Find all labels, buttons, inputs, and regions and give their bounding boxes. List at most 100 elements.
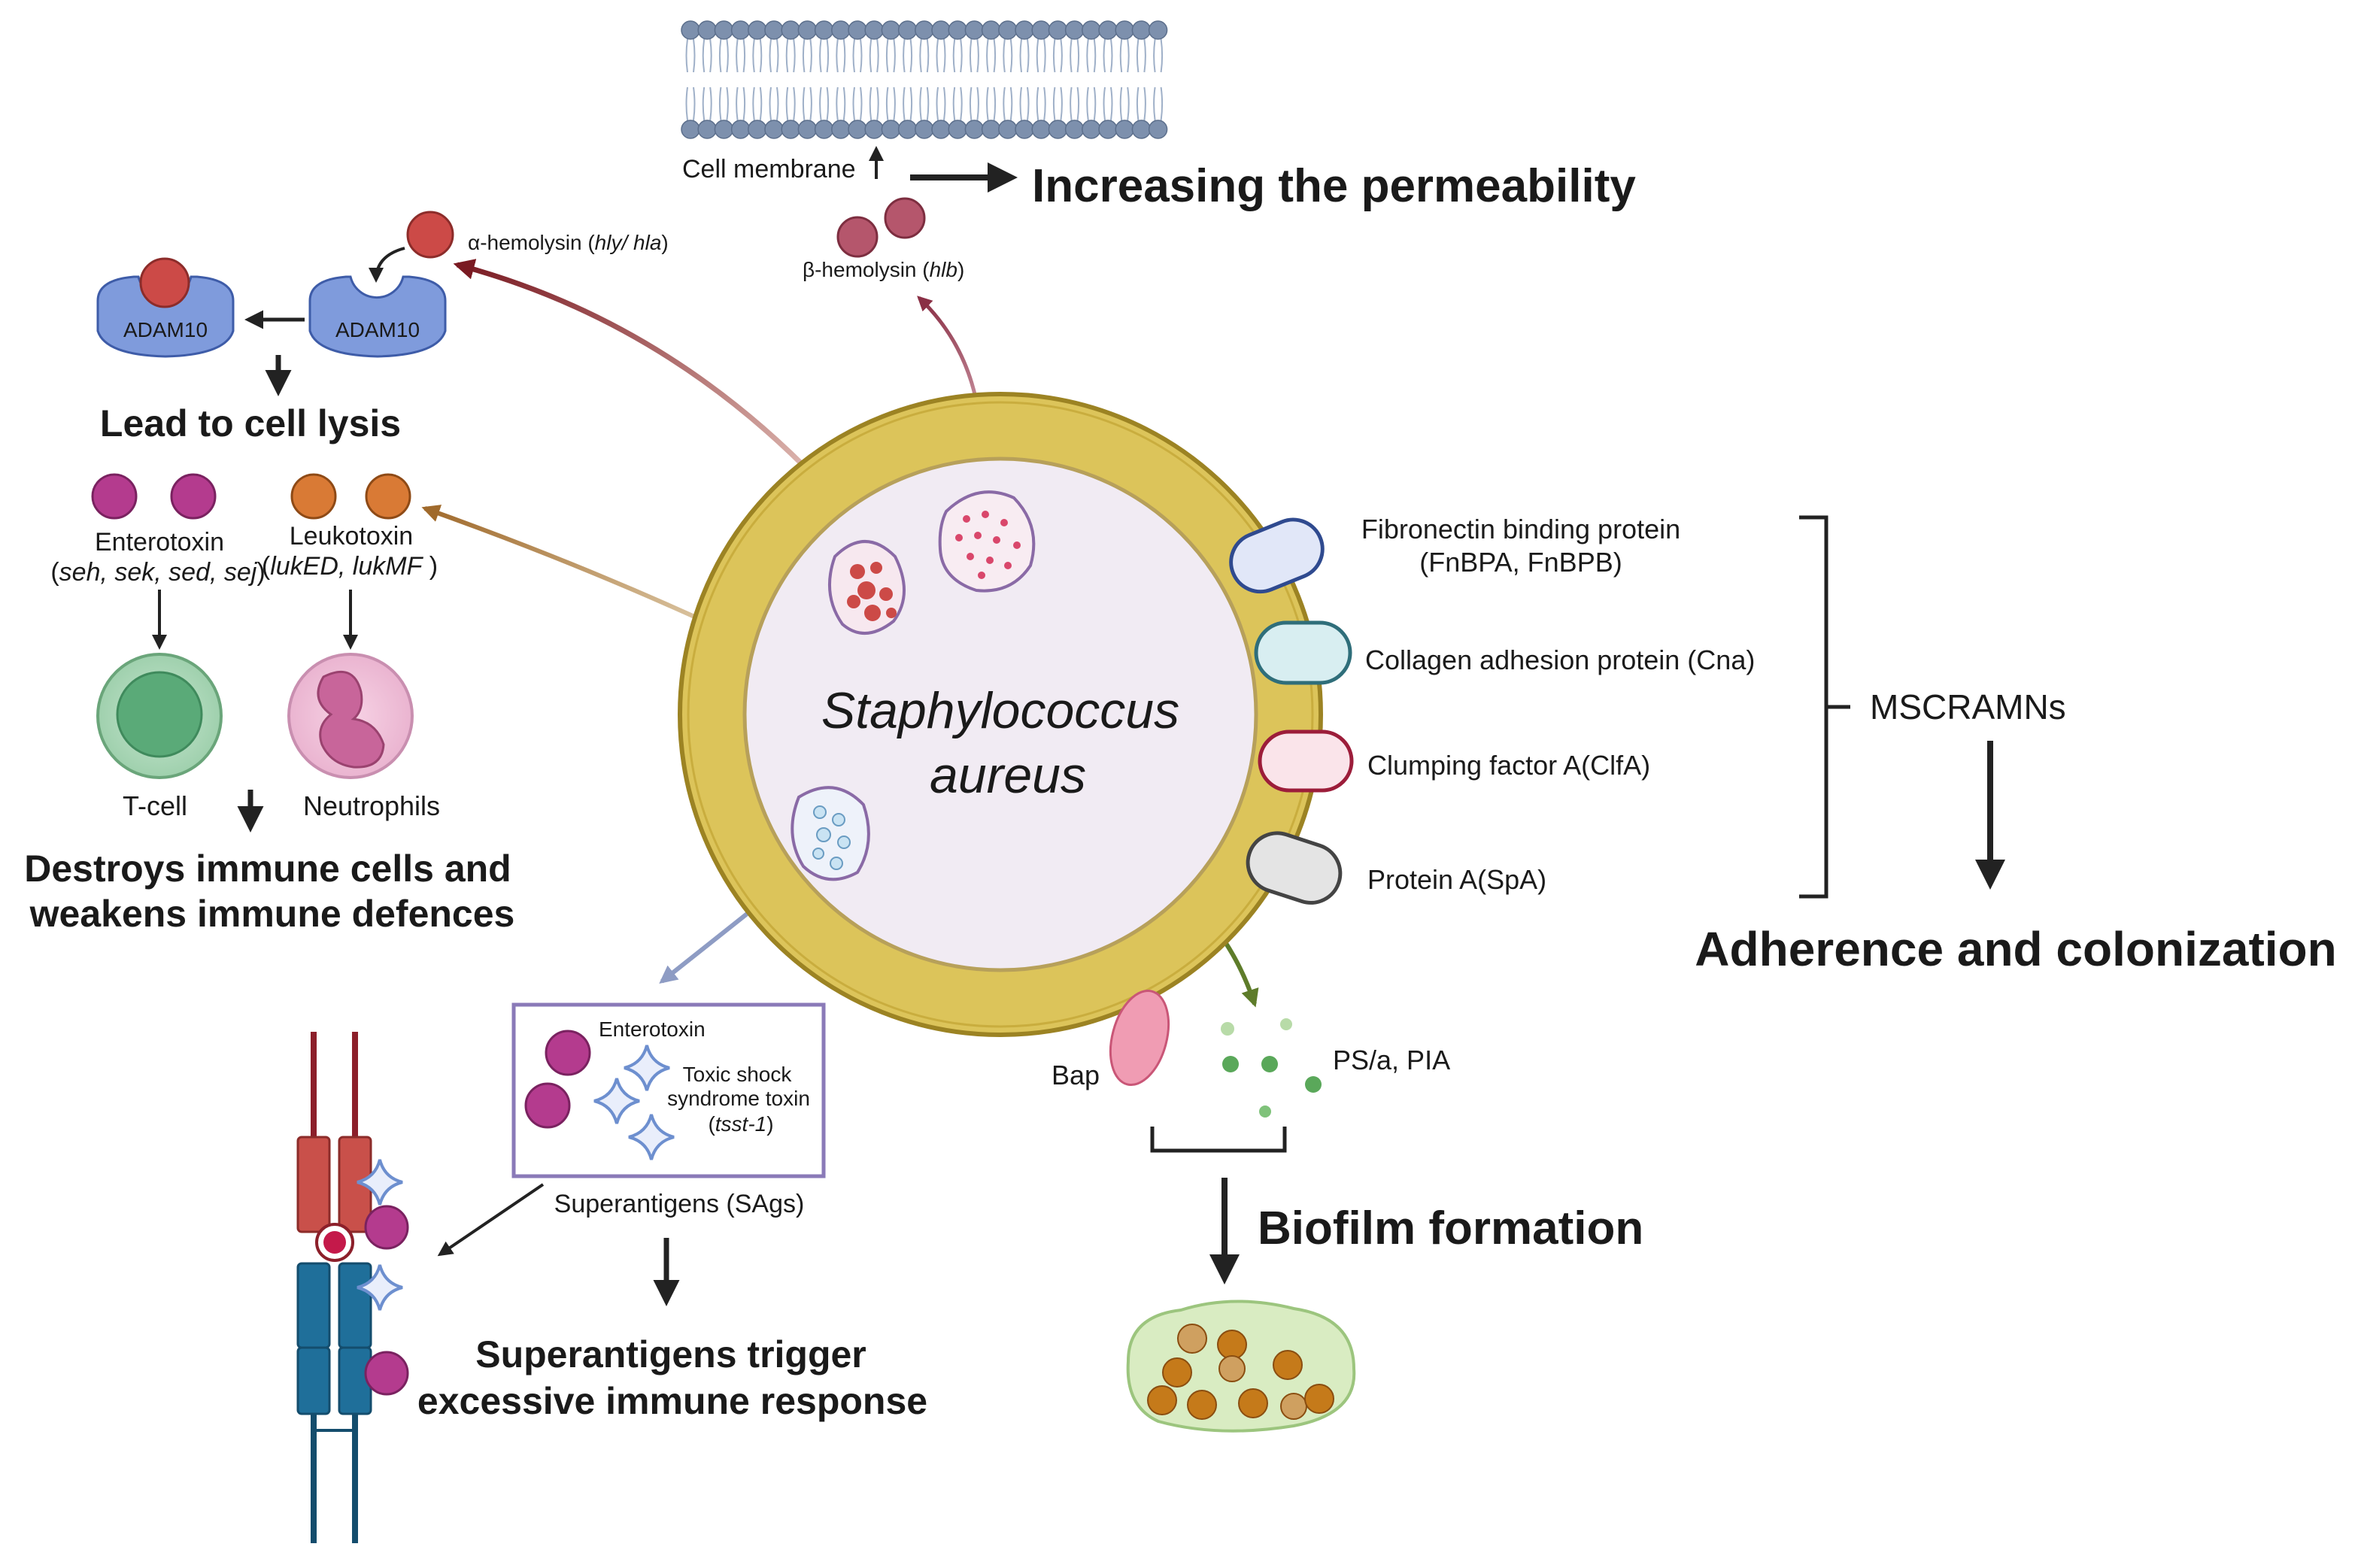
biofilm-formation-label: Biofilm formation [1258, 1203, 1643, 1254]
increasing-permeability-label: Increasing the permeability [1032, 160, 1636, 212]
lipid-head [948, 120, 967, 139]
lipid-head [915, 120, 934, 139]
lipid-tail [742, 38, 746, 73]
superantigens-sags-label: Superantigens (SAgs) [554, 1190, 805, 1218]
lipid-tail [819, 38, 822, 73]
lipid-tail [1143, 38, 1146, 73]
tsst-label-line2: syndrome toxin [667, 1087, 810, 1110]
lipid-tail [1086, 86, 1089, 121]
neutrophil-icon [287, 653, 414, 779]
bap-label: Bap [1052, 1060, 1100, 1090]
lipid-tail [919, 86, 922, 121]
lipid-tail [1153, 38, 1156, 73]
lipid-head [1131, 20, 1152, 40]
alpha-hemolysin-gene: hly/ hla [595, 231, 662, 254]
bap-protein-icon [1109, 989, 1170, 1087]
adam10-free-receptor [308, 275, 447, 358]
lipid-tail [1060, 86, 1063, 121]
lipid-tail [685, 86, 688, 121]
alpha-hemolysin-label: α-hemolysin (hly/ hla) [468, 231, 669, 254]
lipid-tail [952, 38, 956, 73]
lipid-tail [736, 86, 739, 121]
alpha-toxin-vesicle [827, 540, 906, 635]
superantigen-vesicle [791, 786, 870, 881]
lipid-head [681, 20, 700, 40]
lipid-tail [718, 38, 722, 73]
lipid-tail [809, 38, 812, 73]
lipid-head [981, 120, 1001, 139]
enterotoxin-icons [91, 473, 217, 520]
lipid-tail [826, 38, 830, 73]
lipid-tail [759, 86, 763, 121]
tsst-gene-open: ( [708, 1112, 715, 1136]
lipid-tail [1143, 86, 1146, 121]
fnbp-label-line2: (FnBPA, FnBPB) [1419, 547, 1622, 578]
leukotoxin-genes-open: ( [262, 552, 271, 581]
lipid-tail [1086, 38, 1089, 73]
lipid-head [948, 20, 967, 40]
tsst-label-line1: Toxic shock [683, 1063, 793, 1086]
lipid-tail [802, 38, 806, 73]
lipid-tail [793, 86, 796, 121]
lipid-tail [1036, 38, 1039, 73]
beta-hemolysin-text: β-hemolysin ( [803, 258, 930, 281]
lipid-tail [702, 38, 706, 73]
lipid-head [1115, 120, 1134, 139]
lipid-head [1131, 120, 1152, 139]
lipid-head [748, 20, 767, 40]
lipid-head [848, 120, 867, 139]
lipid-head [931, 20, 951, 40]
lipid-head [848, 20, 867, 40]
lipid-head [1048, 120, 1068, 139]
lipid-tail [1009, 86, 1013, 121]
lipid-tail [1160, 38, 1164, 73]
lipid-tail [903, 86, 906, 121]
lipid-tail [726, 38, 729, 73]
lipid-tail [1019, 86, 1022, 121]
beta-toxin-vesicle [938, 490, 1036, 593]
lipid-head [998, 20, 1018, 40]
tsst-gene-label: (tsst-1) [708, 1112, 773, 1136]
lipid-head [814, 120, 834, 139]
spa-protein-icon [1246, 831, 1343, 905]
lipid-head [864, 120, 884, 139]
lipid-tail [852, 38, 855, 73]
lipid-head [1064, 120, 1085, 139]
lipid-head [1031, 20, 1051, 40]
lipid-tail [860, 38, 863, 73]
lipid-tail [952, 86, 956, 121]
lipid-tail [1060, 38, 1063, 73]
lipid-head [714, 120, 734, 139]
tsst-gene-text: tsst-1 [715, 1112, 766, 1136]
lipid-tail [969, 86, 973, 121]
enterotoxin-genes: (seh, sek, sed, sej) [50, 558, 265, 587]
alpha-hemolysin-icon [406, 211, 454, 259]
polysaccharide-dots [1221, 1018, 1322, 1118]
lipid-head [764, 120, 784, 139]
lipid-tail [919, 38, 922, 73]
lipid-head [814, 20, 834, 40]
lipid-head [714, 20, 734, 40]
lipid-tail [769, 86, 772, 121]
cna-protein-icon [1254, 620, 1352, 685]
enterotoxin-genes-open: ( [50, 558, 59, 587]
beta-hemolysin-close: ) [957, 258, 964, 281]
tsst-gene-close: ) [766, 1112, 773, 1136]
mscramns-bracket [1799, 515, 1850, 899]
lipid-tail [759, 38, 763, 73]
lipid-head [964, 20, 985, 40]
lipid-head [1098, 20, 1118, 40]
lipid-head [730, 120, 751, 139]
lipid-head [1082, 120, 1101, 139]
lipid-tail [785, 86, 789, 121]
alpha-hemolysin-text: α-hemolysin ( [468, 231, 595, 254]
lipid-head [748, 120, 767, 139]
enterotoxin-label: Enterotoxin [95, 528, 224, 557]
lipid-tail [885, 38, 889, 73]
lipid-head [964, 120, 985, 139]
lipid-tail [869, 86, 872, 121]
lipid-tail [1027, 38, 1030, 73]
lipid-tail [809, 86, 812, 121]
lipid-head [697, 120, 717, 139]
